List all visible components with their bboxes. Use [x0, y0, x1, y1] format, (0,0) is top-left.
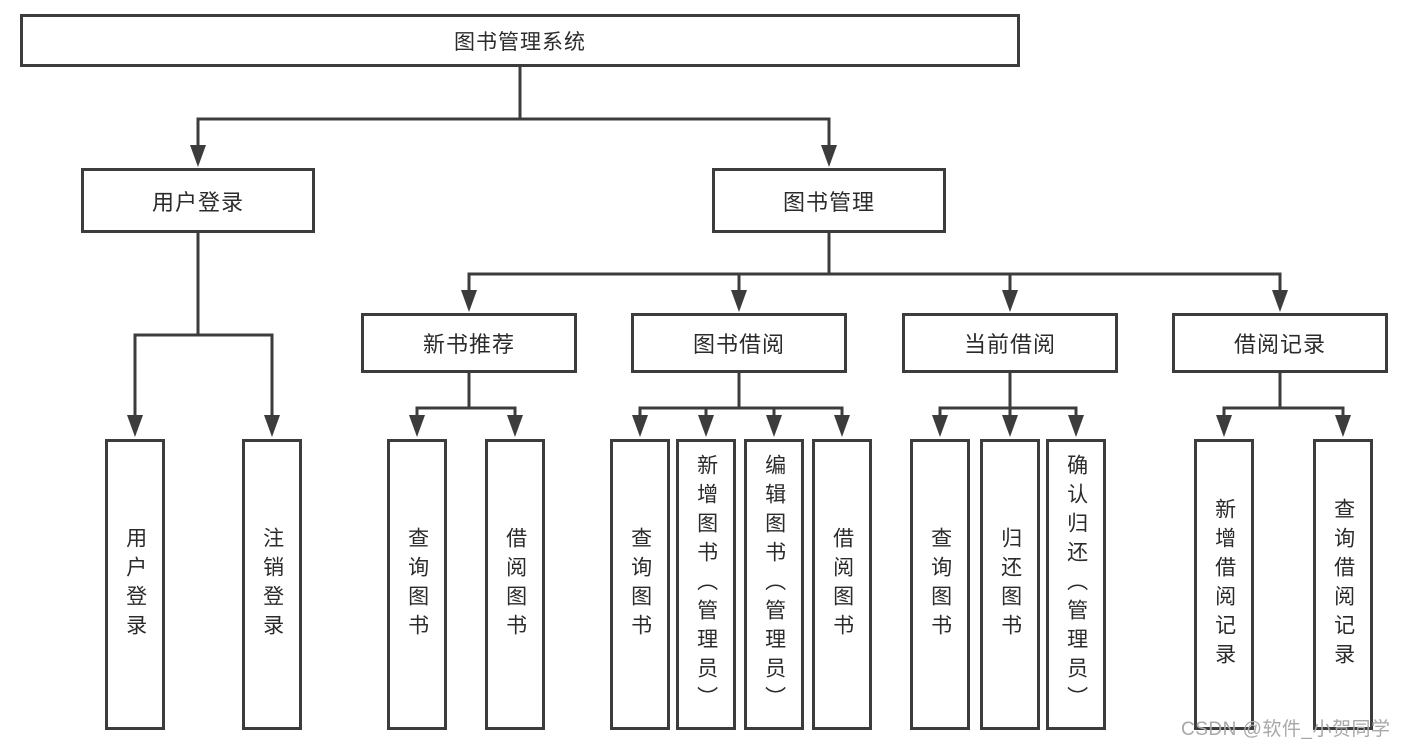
connector-book-management-children [461, 231, 1288, 312]
root-node-library-system: 图书管理系统 [20, 14, 1020, 67]
leaf-logout: 注销登录 [242, 439, 302, 730]
leaf-borrow-books-label: 借阅图书 [830, 526, 854, 643]
leaf-add-borrow-record-label: 新增借阅记录 [1212, 497, 1236, 672]
node-book-management: 图书管理 [712, 168, 946, 233]
connector-current-borrow-children [932, 370, 1084, 437]
leaf-return-books-label: 归还图书 [998, 526, 1022, 643]
node-borrow-records: 借阅记录 [1172, 313, 1388, 373]
connector-new-book-recommend-children [409, 370, 523, 437]
node-current-borrow-label: 当前借阅 [963, 332, 1056, 357]
leaf-query-books-current-label: 查询图书 [928, 526, 952, 643]
connector-user-login-children [127, 231, 280, 437]
node-current-borrow: 当前借阅 [902, 313, 1118, 373]
leaf-confirm-return-admin: 确认归还（管理员） [1046, 439, 1106, 730]
leaf-query-borrow-record-label: 查询借阅记录 [1331, 497, 1355, 672]
leaf-query-borrow-record: 查询借阅记录 [1313, 439, 1373, 730]
node-book-borrow-label: 图书借阅 [692, 332, 785, 357]
leaf-query-books-borrow: 查询图书 [610, 439, 670, 730]
leaf-query-books-current: 查询图书 [910, 439, 970, 730]
leaf-borrow-books: 借阅图书 [812, 439, 872, 730]
leaf-add-books-admin-label: 新增图书（管理员） [694, 454, 718, 715]
node-book-borrow: 图书借阅 [631, 313, 847, 373]
leaf-confirm-return-admin-label: 确认归还（管理员） [1064, 454, 1088, 715]
node-new-book-recommend-label: 新书推荐 [422, 332, 515, 357]
connector-borrow-records-children [1216, 370, 1351, 437]
node-book-management-label: 图书管理 [782, 189, 875, 215]
node-user-login: 用户登录 [81, 168, 315, 233]
connector-root-to-level2 [190, 65, 837, 167]
leaf-borrow-books-recommend: 借阅图书 [485, 439, 545, 730]
csdn-watermark: CSDN @软件_小贺同学 [1181, 719, 1391, 740]
leaf-query-books-borrow-label: 查询图书 [628, 526, 652, 643]
leaf-logout-label: 注销登录 [260, 526, 284, 643]
leaf-query-books-recommend: 查询图书 [387, 439, 447, 730]
leaf-edit-books-admin-label: 编辑图书（管理员） [762, 454, 786, 715]
leaf-user-login: 用户登录 [105, 439, 165, 730]
node-user-login-label: 用户登录 [151, 189, 244, 215]
leaf-return-books: 归还图书 [980, 439, 1040, 730]
leaf-add-books-admin: 新增图书（管理员） [676, 439, 736, 730]
leaf-edit-books-admin: 编辑图书（管理员） [744, 439, 804, 730]
node-borrow-records-label: 借阅记录 [1233, 332, 1326, 357]
leaf-add-borrow-record: 新增借阅记录 [1194, 439, 1254, 730]
leaf-user-login-label: 用户登录 [123, 526, 147, 643]
connector-book-borrow-children [632, 370, 850, 437]
leaf-borrow-books-recommend-label: 借阅图书 [503, 526, 527, 643]
root-node-label: 图书管理系统 [454, 30, 586, 54]
node-new-book-recommend: 新书推荐 [361, 313, 577, 373]
leaf-query-books-recommend-label: 查询图书 [405, 526, 429, 643]
